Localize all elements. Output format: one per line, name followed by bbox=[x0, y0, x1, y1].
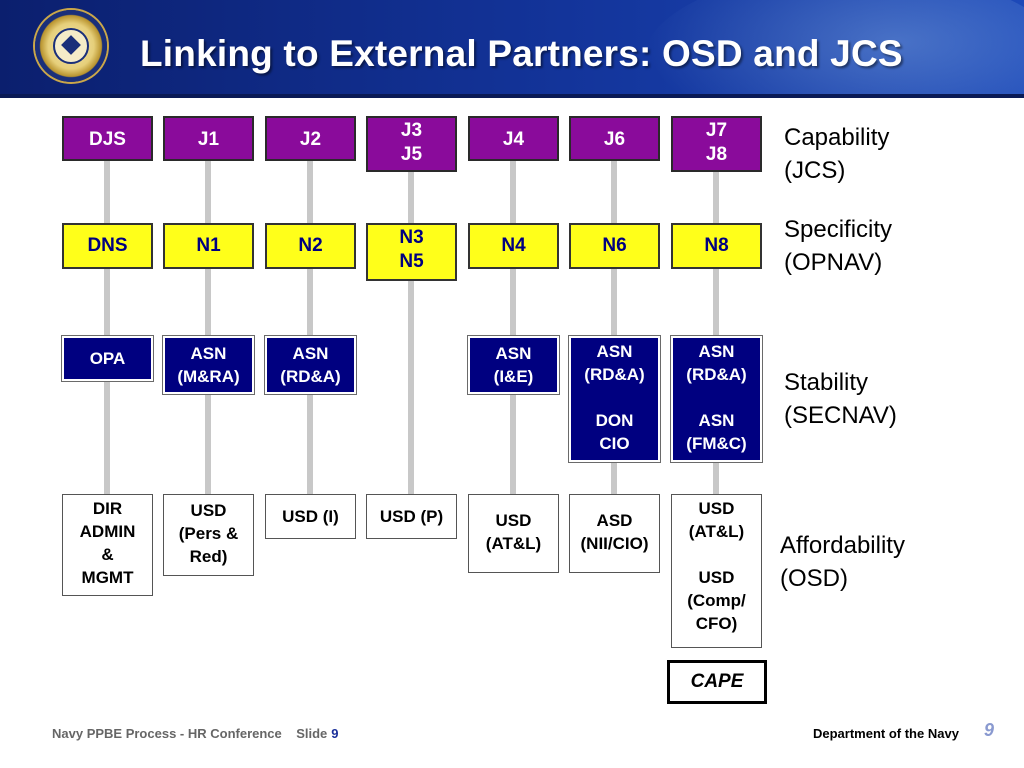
page-number: 9 bbox=[984, 720, 995, 740]
slide-title: Linking to External Partners: OSD and JC… bbox=[140, 33, 903, 74]
cape-box: CAPE bbox=[667, 660, 767, 704]
osd-box-usd-i: USD (I) bbox=[265, 494, 356, 539]
jcs-box-djs: DJS bbox=[62, 116, 153, 161]
connector-line-djs bbox=[104, 160, 110, 495]
jcs-box-j6: J6 bbox=[569, 116, 660, 161]
connector-line-j6 bbox=[611, 160, 617, 495]
row-label-specificity: Specificity (OPNAV) bbox=[784, 216, 893, 276]
footer-slide-number: 9 bbox=[331, 726, 339, 741]
opnav-box-n6: N6 bbox=[569, 223, 660, 269]
osd-box-asd-nii-cio: ASD (NII/CIO) bbox=[569, 494, 660, 573]
footer-slide-label: Slide bbox=[296, 726, 328, 741]
opnav-box-n1: N1 bbox=[163, 223, 254, 269]
secnav-box-asn-ie: ASN (I&E) bbox=[467, 335, 560, 395]
footer-organization: Department of the Navy bbox=[813, 726, 959, 741]
osd-box-usd-atl: USD (AT&L) bbox=[468, 494, 559, 573]
jcs-box-j2: J2 bbox=[265, 116, 356, 161]
jcs-box-j7-j8: J7 J8 bbox=[671, 116, 762, 172]
opnav-box-n3-n5: N3 N5 bbox=[366, 223, 457, 281]
secnav-box-asn-rda-asn-fmc: ASN (RD&A) ASN (FM&C) bbox=[670, 335, 763, 463]
header-decoration bbox=[644, 0, 1024, 98]
secnav-box-asn-rda: ASN (RD&A) bbox=[264, 335, 357, 395]
slide-header: Linking to External Partners: OSD and JC… bbox=[0, 0, 1024, 98]
osd-box-usd-pers-red: USD (Pers & Red) bbox=[163, 494, 254, 576]
jcs-box-j4: J4 bbox=[468, 116, 559, 161]
osd-box-usd-atl-usd-comp-cfo: USD (AT&L) USD (Comp/ CFO) bbox=[671, 494, 762, 648]
header-bottom-strip bbox=[0, 94, 1024, 98]
row-label-affordability: Affordability (OSD) bbox=[780, 532, 905, 592]
jcs-box-j3-j5: J3 J5 bbox=[366, 116, 457, 172]
opnav-box-n8: N8 bbox=[671, 223, 762, 269]
connector-line-j4 bbox=[510, 160, 516, 495]
row-label-capability: Capability (JCS) bbox=[784, 124, 890, 184]
osd-box-usd-p: USD (P) bbox=[366, 494, 457, 539]
jcs-box-j1: J1 bbox=[163, 116, 254, 161]
row-label-stability: Stability (SECNAV) bbox=[784, 369, 897, 429]
secnav-box-opa: OPA bbox=[61, 335, 154, 382]
footer-left-text: Navy PPBE Process - HR Conference bbox=[52, 726, 282, 741]
connector-line-j3 bbox=[408, 170, 414, 495]
secnav-box-asn-rda-don-cio: ASN (RD&A) DON CIO bbox=[568, 335, 661, 463]
connector-line-j2 bbox=[307, 160, 313, 495]
opnav-box-dns: DNS bbox=[62, 223, 153, 269]
opnav-box-n4: N4 bbox=[468, 223, 559, 269]
connector-line-j7 bbox=[713, 170, 719, 495]
opnav-box-n2: N2 bbox=[265, 223, 356, 269]
osd-box-dir-admin-mgmt: DIR ADMIN & MGMT bbox=[62, 494, 153, 596]
connector-line-j1 bbox=[205, 160, 211, 495]
seal-center-icon bbox=[53, 28, 89, 64]
navy-seal-logo bbox=[35, 10, 107, 82]
secnav-box-asn-mra: ASN (M&RA) bbox=[162, 335, 255, 395]
